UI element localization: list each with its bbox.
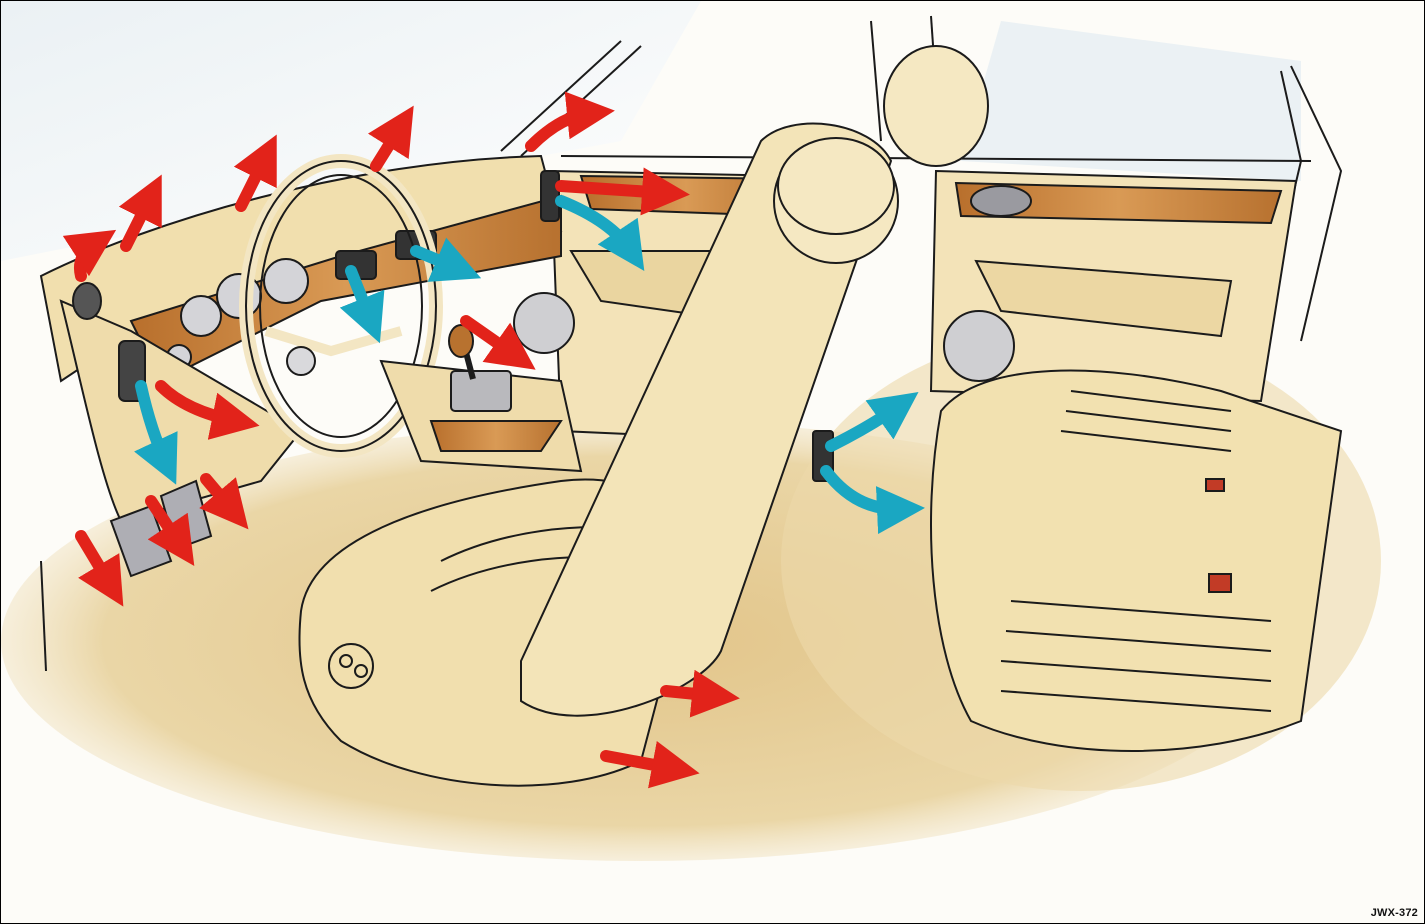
arrow-rear-footwell-1 (666, 691, 716, 696)
rear-seat (931, 371, 1341, 751)
rear-door-panel (931, 171, 1296, 401)
arrow-door-vent (561, 186, 666, 193)
figure-reference-code: JWX-372 (1371, 907, 1418, 919)
